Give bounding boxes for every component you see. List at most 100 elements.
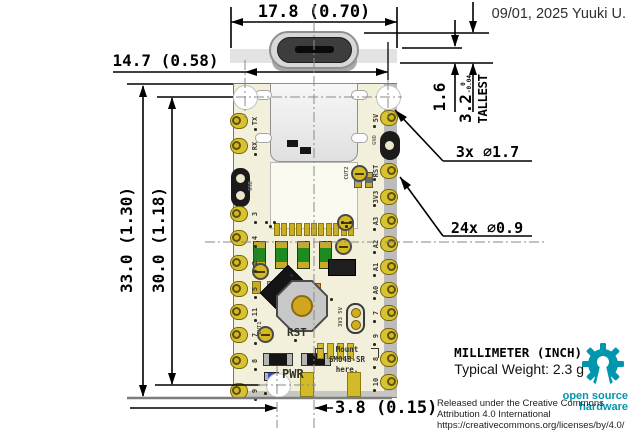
via-dot <box>373 204 376 207</box>
test-point <box>351 165 368 182</box>
connector-pad <box>317 343 324 359</box>
castellated-pad <box>380 328 398 344</box>
via-dot <box>254 319 257 322</box>
castellated-pad <box>230 304 248 320</box>
castellated-pad <box>380 236 398 252</box>
via-dot <box>373 125 376 128</box>
castellated-pad <box>230 138 248 154</box>
via-dot <box>373 343 376 346</box>
license-line3: https://creativecommons.org/licenses/by/… <box>437 419 625 431</box>
reset-button <box>276 280 328 332</box>
via-dot <box>330 298 333 301</box>
dim-tallest-value: 3.20 -0.04 <box>456 65 475 133</box>
castellated-pad <box>230 230 248 246</box>
via-dot <box>294 339 297 342</box>
via-dot <box>254 270 257 273</box>
castellated-pad <box>230 327 248 343</box>
via-dot <box>254 128 257 131</box>
oshw-label-line2: hardware <box>579 401 628 413</box>
via-dot <box>373 320 376 323</box>
usb-c-connector-tongue <box>295 46 334 53</box>
tallest-number: 3.2 <box>456 94 475 123</box>
license-line1: Released under the Creative Commons <box>437 398 604 409</box>
via-dot <box>264 392 267 395</box>
connector-pad <box>337 343 344 359</box>
mounting-hole-bottom <box>266 373 291 398</box>
test-point <box>335 238 352 255</box>
tallest-tolerance: 0 -0.04 <box>459 75 473 94</box>
usb-footprint-pin <box>303 223 310 236</box>
license-text: Released under the Creative Commons Attr… <box>437 398 629 431</box>
mount-bracket-right <box>371 348 379 358</box>
passive-component <box>365 172 373 188</box>
reset-button-actuator <box>291 295 313 317</box>
dim-line-board-length <box>127 83 233 396</box>
via-dot <box>373 251 376 254</box>
usb-shell-tab <box>287 140 298 147</box>
usb-footprint-pin <box>296 223 303 236</box>
castellated-pad <box>230 281 248 297</box>
usb-footprint-pin <box>274 223 280 236</box>
via-dot <box>269 225 272 228</box>
weight-note: Typical Weight: 2.3 g <box>454 361 584 377</box>
voltage-select-label: 3V3 5V <box>338 307 344 327</box>
license-line2: Attribution 4.0 International <box>437 408 551 420</box>
usb-footprint-pin <box>325 223 332 236</box>
open-source-hardware-logo <box>582 343 624 392</box>
gnd-pad-right <box>380 131 400 160</box>
dim-tallest-label: TALLEST <box>475 74 490 124</box>
dim-overall-width: 17.8 (0.70) <box>257 2 371 22</box>
test-point <box>337 214 354 231</box>
mount-bracket-left <box>315 348 323 358</box>
via-dot <box>373 366 376 369</box>
castellated-pad <box>380 189 398 205</box>
voltage-select-jumper <box>346 303 365 334</box>
castellated-pad <box>380 374 398 390</box>
via-dot <box>373 228 376 231</box>
cut2-label: CUT2 <box>344 166 350 180</box>
via-dot <box>254 153 257 156</box>
usb-shield-pad <box>351 133 368 143</box>
reset-silkscreen: RST <box>287 326 307 339</box>
mounting-hole-top-right <box>376 85 401 110</box>
gnd-label-left: GND <box>248 181 254 191</box>
via-dot <box>254 296 257 299</box>
via-dot <box>290 274 293 277</box>
castellated-pad <box>230 113 248 129</box>
castellated-pad <box>380 305 398 321</box>
via-dot <box>254 221 257 224</box>
via-dot <box>265 221 268 224</box>
via-dot <box>373 178 376 181</box>
via-dot <box>341 221 344 224</box>
dim-hole-offset: 3.8 (0.15) <box>335 398 438 418</box>
connector-pad <box>347 343 354 359</box>
usb-shell-tab <box>300 147 311 154</box>
units-note: MILLIMETER (INCH) <box>454 345 582 360</box>
regulator-ic <box>328 259 356 276</box>
mount-note-line2: SM04B-SR <box>328 355 366 364</box>
mount-note-line1: Mount <box>335 345 359 354</box>
mounting-hole-top-left <box>233 85 258 110</box>
usb-footprint-pin <box>311 223 317 236</box>
oshw-label-line1: open source <box>562 390 628 402</box>
via-dot <box>373 297 376 300</box>
bottom-pad <box>347 372 361 397</box>
via-dot <box>254 245 257 248</box>
castellated-pad <box>380 213 398 229</box>
connector-pad <box>327 343 334 359</box>
castellated-pad <box>230 383 248 399</box>
castellated-pad <box>380 110 398 126</box>
dim-hole-span-length: 30.0 (1.18) <box>149 187 168 293</box>
pcb-board: GND GND 3V3 5V CUT2 CU <box>230 83 401 401</box>
gnd-label-right: GND <box>372 135 378 145</box>
dim-pcb-thickness: 1.6 <box>430 82 449 112</box>
dim-hole-span-width: 14.7 (0.58) <box>112 51 219 70</box>
via-dot <box>254 342 257 345</box>
usb-footprint-pin <box>281 223 288 236</box>
mount-note-line3: here. <box>335 365 359 374</box>
via-dot <box>349 221 352 224</box>
callout-castellations: 24x ⌀0.9 <box>450 219 524 237</box>
board-edge-shadow-bottom <box>234 391 397 397</box>
date-author: 09/01, 2025 Yuuki U. <box>491 6 626 22</box>
